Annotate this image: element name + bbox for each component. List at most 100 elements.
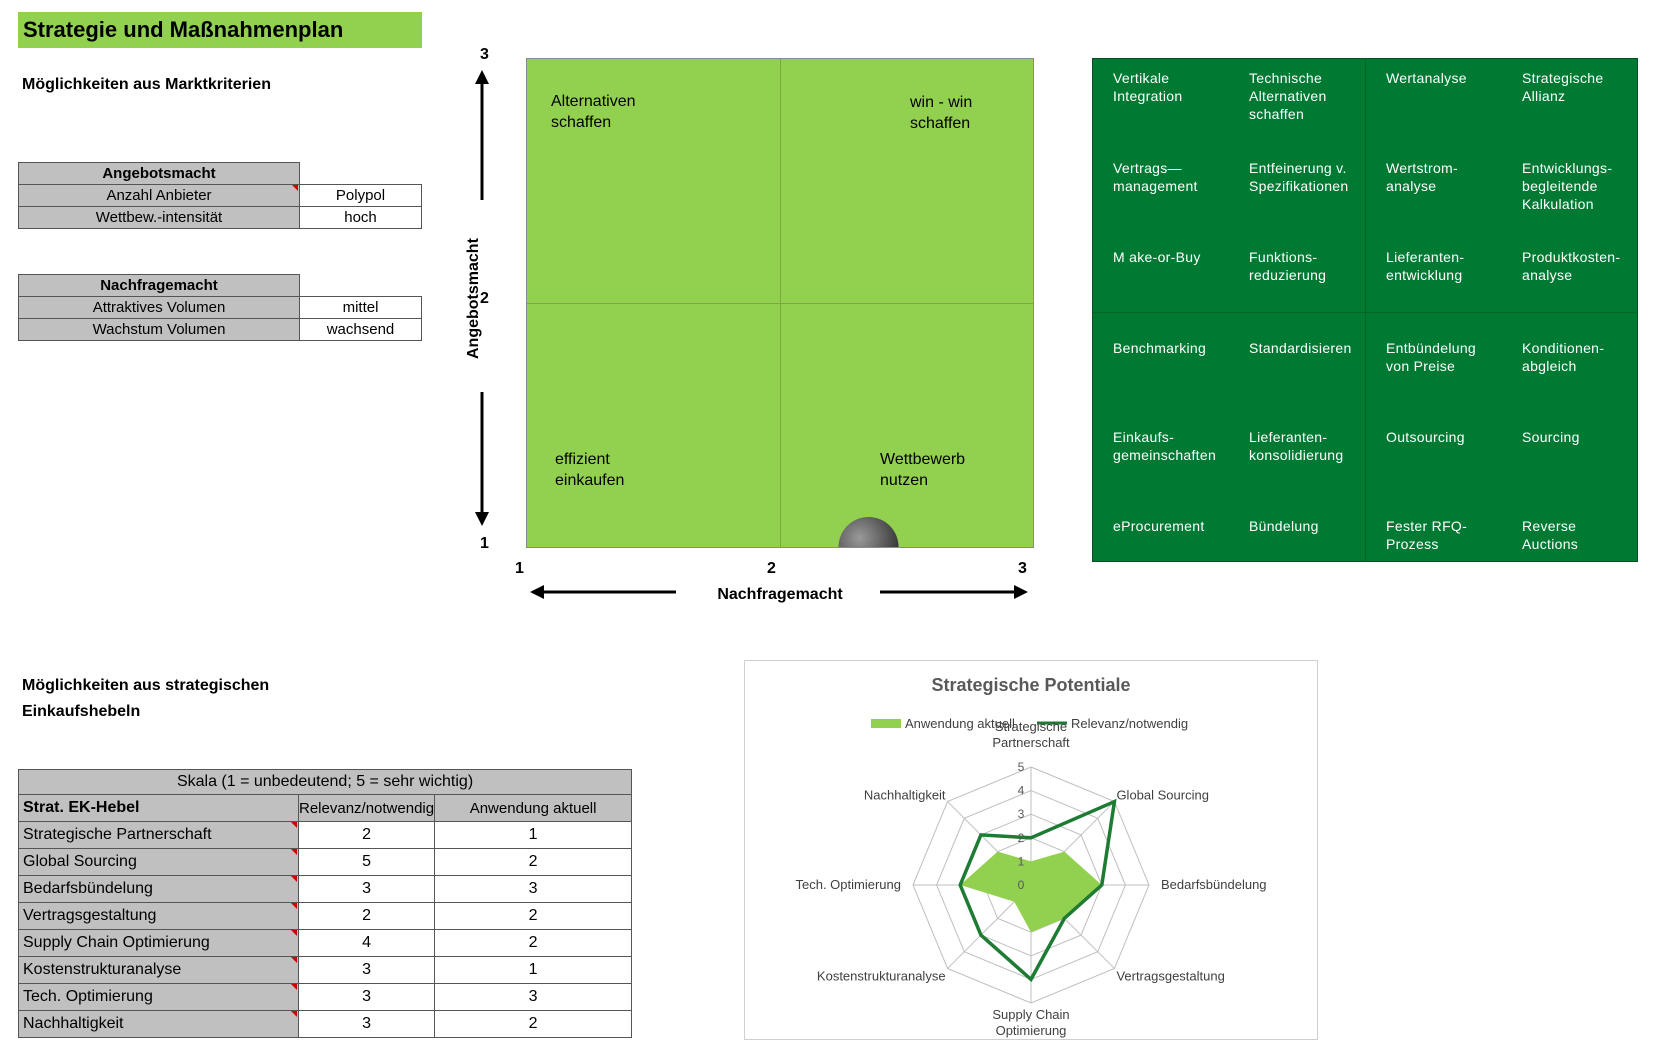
position-marker-ball <box>838 517 899 547</box>
measure-item: Einkaufs-gemeinschaften <box>1113 429 1217 463</box>
y-tick-2: 2 <box>480 290 489 307</box>
demand-power-header: Nachfragemacht <box>18 274 300 297</box>
x-tick-1: 1 <box>515 560 524 577</box>
blank-cell <box>299 274 422 297</box>
lever-name-cell[interactable]: Strategische Partnerschaft <box>18 821 299 849</box>
demand-row-value[interactable]: wachsend <box>299 318 422 341</box>
measure-item: Entfeinerung v.Spezifikationen <box>1249 160 1349 194</box>
radar-tick-label: 0 <box>1018 878 1025 892</box>
relevance-cell[interactable]: 2 <box>297 902 436 930</box>
market-heading: Möglichkeiten aus Marktkriterien <box>22 76 271 93</box>
current-cell[interactable]: 2 <box>434 1010 633 1038</box>
x-axis-label: Nachfragemacht <box>717 586 843 603</box>
col-header-current: Anwendung aktuell <box>434 794 633 822</box>
lever-name-cell[interactable]: Supply Chain Optimierung <box>18 929 299 957</box>
current-cell[interactable]: 3 <box>434 875 633 903</box>
lever-name-cell[interactable]: Kostenstrukturanalyse <box>18 956 299 984</box>
radar-tick-label: 4 <box>1018 784 1025 798</box>
radar-tick-label: 1 <box>1018 854 1025 868</box>
supply-power-header: Angebotsmacht <box>18 162 300 185</box>
col-header-relevance: Relevanz/notwendig <box>297 794 436 822</box>
demand-row-label[interactable]: Wachstum Volumen <box>18 318 300 341</box>
chart-title: Strategische Potentiale <box>931 675 1130 695</box>
y-axis-arrows <box>475 70 489 526</box>
relevance-cell[interactable]: 3 <box>297 983 436 1011</box>
measure-item: Standardisieren <box>1249 340 1352 356</box>
measure-item: Wertstrom-analyse <box>1386 160 1458 194</box>
current-cell[interactable]: 3 <box>434 983 633 1011</box>
radar-category-label: Kostenstrukturanalyse <box>817 968 946 983</box>
legend-swatch-current <box>871 719 901 728</box>
lever-name-cell[interactable]: Tech. Optimierung <box>18 983 299 1011</box>
measure-item: Lieferanten-entwicklung <box>1386 249 1465 283</box>
supply-row-value[interactable]: hoch <box>299 206 422 229</box>
strategic-heading: Möglichkeiten aus strategischen Einkaufs… <box>22 677 270 720</box>
x-tick-3: 3 <box>1018 560 1027 577</box>
supply-row-label[interactable]: Anzahl Anbieter <box>18 184 300 207</box>
demand-row-label[interactable]: Attraktives Volumen <box>18 296 300 319</box>
radar-category-label: Bedarfsbündelung <box>1161 877 1267 892</box>
measure-item: Fester RFQ-Prozess <box>1386 518 1468 552</box>
lever-name-cell[interactable]: Global Sourcing <box>18 848 299 876</box>
radar-category-label: Global Sourcing <box>1116 788 1209 803</box>
current-cell[interactable]: 1 <box>434 821 633 849</box>
measure-item: Wertanalyse <box>1386 70 1467 86</box>
relevance-cell[interactable]: 5 <box>297 848 436 876</box>
current-cell[interactable]: 2 <box>434 929 633 957</box>
measure-item: Sourcing <box>1522 429 1580 445</box>
x-tick-2: 2 <box>767 560 776 577</box>
current-cell[interactable]: 1 <box>434 956 633 984</box>
lever-name-cell[interactable]: Nachhaltigkeit <box>18 1010 299 1038</box>
radar-category-label: Strategische <box>995 719 1067 734</box>
relevance-cell[interactable]: 3 <box>297 1010 436 1038</box>
radar-series-relevance <box>958 798 1117 983</box>
lever-name-cell[interactable]: Bedarfsbündelung <box>18 875 299 903</box>
matrix-divider-horizontal <box>527 303 1033 304</box>
position-marker <box>838 517 899 547</box>
radar-tick-label: 2 <box>1018 831 1025 845</box>
relevance-cell[interactable]: 3 <box>297 875 436 903</box>
measure-item: Bündelung <box>1249 518 1319 534</box>
current-cell[interactable]: 2 <box>434 848 633 876</box>
scale-label: Skala (1 = unbedeutend; 5 = sehr wichtig… <box>17 769 633 795</box>
grid-divider-horizontal <box>1093 312 1637 313</box>
supply-row-value[interactable]: Polypol <box>299 184 422 207</box>
radar-series-current <box>960 851 1102 933</box>
measure-item: Konditionen-abgleich <box>1522 340 1605 374</box>
demand-row-value[interactable]: mittel <box>299 296 422 319</box>
supply-row-label[interactable]: Wettbew.-intensität <box>18 206 300 229</box>
measure-item: Benchmarking <box>1113 340 1207 356</box>
supply-power-table: Angebotsmacht Anzahl Anbieter Polypol We… <box>18 162 422 229</box>
radar-category-label: Optimierung <box>996 1023 1067 1038</box>
col-header-lever: Strat. EK-Hebel <box>18 794 299 822</box>
measure-item: Produktkosten-analyse <box>1522 249 1621 283</box>
relevance-cell[interactable]: 4 <box>297 929 436 957</box>
y-axis-label: Angebotsmacht <box>465 238 482 359</box>
demand-power-table: Nachfragemacht Attraktives Volumen mitte… <box>18 274 422 341</box>
current-cell[interactable]: 2 <box>434 902 633 930</box>
relevance-cell[interactable]: 2 <box>297 821 436 849</box>
grid-divider-vertical <box>1365 59 1366 561</box>
radar-category-label: Supply Chain <box>992 1007 1069 1022</box>
relevance-cell[interactable]: 3 <box>297 956 436 984</box>
lever-name-cell[interactable]: Vertragsgestaltung <box>18 902 299 930</box>
measure-item: Outsourcing <box>1386 429 1465 445</box>
x-axis-arrows <box>530 585 1028 599</box>
